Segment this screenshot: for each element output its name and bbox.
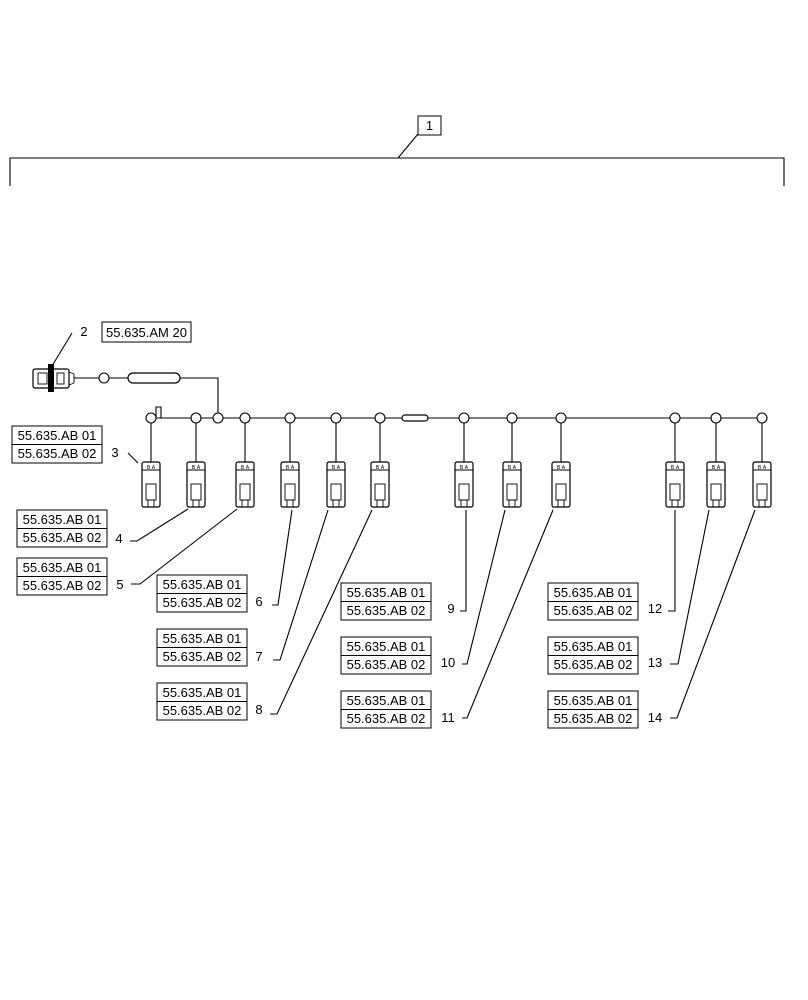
sensor-connector-icon: B A (551, 461, 571, 508)
item-number-10: 10 (441, 655, 455, 670)
ref-11-02: 55.635.AB 02 (347, 711, 426, 726)
ref-12-01: 55.635.AB 01 (554, 585, 633, 600)
sensor-connector-icon: B A (326, 461, 346, 508)
branch-3: B A 3 55.635.AB 01 55.635.AB 02 (11, 412, 161, 508)
svg-text:B A: B A (147, 465, 156, 471)
svg-text:B A: B A (286, 465, 295, 471)
branch-5: B A 5 55.635.AB 01 55.635.AB 02 (16, 412, 255, 596)
item-number-5: 5 (116, 577, 123, 592)
ref-13-01: 55.635.AB 01 (554, 639, 633, 654)
branch-4: B A 4 55.635.AB 01 55.635.AB 02 (16, 412, 206, 548)
sensor-connector-icon: B A (454, 461, 474, 508)
branch-11: B A 11 55.635.AB 01 55.635.AB 02 (340, 412, 571, 729)
sensor-connector-icon: B A (665, 461, 685, 508)
ref-14-01: 55.635.AB 01 (554, 693, 633, 708)
svg-text:B A: B A (332, 465, 341, 471)
svg-text:B A: B A (192, 465, 201, 471)
item-number-9: 9 (447, 601, 454, 616)
item-number-3: 3 (111, 445, 118, 460)
assembly-bracket: 1 (9, 115, 785, 186)
ref-7-02: 55.635.AB 02 (163, 649, 242, 664)
item-number-11: 11 (441, 710, 455, 725)
ref-6-02: 55.635.AB 02 (163, 595, 242, 610)
ref-9-01: 55.635.AB 01 (347, 585, 426, 600)
ref-3-01: 55.635.AB 01 (18, 428, 97, 443)
ref-8-02: 55.635.AB 02 (163, 703, 242, 718)
ref-9-02: 55.635.AB 02 (347, 603, 426, 618)
svg-text:B A: B A (460, 465, 469, 471)
ref-main-connector: 55.635.AM 20 (106, 325, 187, 340)
main-connector-icon (32, 364, 75, 392)
ref-3-02: 55.635.AB 02 (18, 446, 97, 461)
item-number-12: 12 (648, 601, 662, 616)
svg-text:B A: B A (712, 465, 721, 471)
svg-text:B A: B A (376, 465, 385, 471)
sensor-connector-icon: B A (706, 461, 726, 508)
ref-14-02: 55.635.AB 02 (554, 711, 633, 726)
ref-13-02: 55.635.AB 02 (554, 657, 633, 672)
branch-8: B A 8 55.635.AB 01 55.635.AB 02 (156, 412, 390, 721)
main-connector-group: 2 55.635.AM 20 (32, 321, 219, 413)
ref-10-02: 55.635.AB 02 (347, 657, 426, 672)
branch-7: B A 7 55.635.AB 01 55.635.AB 02 (156, 412, 346, 667)
item-number-6: 6 (255, 594, 262, 609)
ref-11-01: 55.635.AB 01 (347, 693, 426, 708)
ref-6-01: 55.635.AB 01 (163, 577, 242, 592)
sensor-connector-icon: B A (752, 461, 772, 508)
trunk-sleeve (401, 414, 429, 422)
ref-12-02: 55.635.AB 02 (554, 603, 633, 618)
svg-text:B A: B A (758, 465, 767, 471)
item-number-14: 14 (648, 710, 662, 725)
sensor-connector-icon: B A (280, 461, 300, 508)
branch-12: B A 12 55.635.AB 01 55.635.AB 02 (547, 412, 685, 621)
ref-4-01: 55.635.AB 01 (23, 512, 102, 527)
branch-14: B A 14 55.635.AB 01 55.635.AB 02 (547, 412, 772, 729)
item-number-8: 8 (255, 702, 262, 717)
item-number-13: 13 (648, 655, 662, 670)
svg-text:B A: B A (671, 465, 680, 471)
wire-sleeve (127, 372, 181, 384)
item-number-4: 4 (115, 531, 122, 546)
branch-9: B A 9 55.635.AB 01 55.635.AB 02 (340, 412, 474, 621)
ref-box-main-connector (101, 321, 192, 343)
branch-10: B A 10 55.635.AB 01 55.635.AB 02 (340, 412, 522, 675)
sensor-connector-icon: B A (502, 461, 522, 508)
svg-text:B A: B A (241, 465, 250, 471)
item-number-2: 2 (80, 324, 87, 339)
sensor-connector-icon: B A (235, 461, 255, 508)
callout-box-1 (417, 115, 442, 136)
ref-5-02: 55.635.AB 02 (23, 578, 102, 593)
ref-5-01: 55.635.AB 01 (23, 560, 102, 575)
ref-8-01: 55.635.AB 01 (163, 685, 242, 700)
branch-13: B A 13 55.635.AB 01 55.635.AB 02 (547, 412, 726, 675)
ref-7-01: 55.635.AB 01 (163, 631, 242, 646)
item-number-7: 7 (255, 649, 262, 664)
sensor-connector-icon: B A (141, 461, 161, 508)
callout-1-label: 1 (426, 118, 433, 133)
branch-6: B A 6 55.635.AB 01 55.635.AB 02 (156, 412, 300, 613)
sensor-connector-icon: B A (186, 461, 206, 508)
svg-text:B A: B A (508, 465, 517, 471)
ref-4-02: 55.635.AB 02 (23, 530, 102, 545)
ref-10-01: 55.635.AB 01 (347, 639, 426, 654)
sensor-connector-icon: B A (370, 461, 390, 508)
svg-text:B A: B A (557, 465, 566, 471)
